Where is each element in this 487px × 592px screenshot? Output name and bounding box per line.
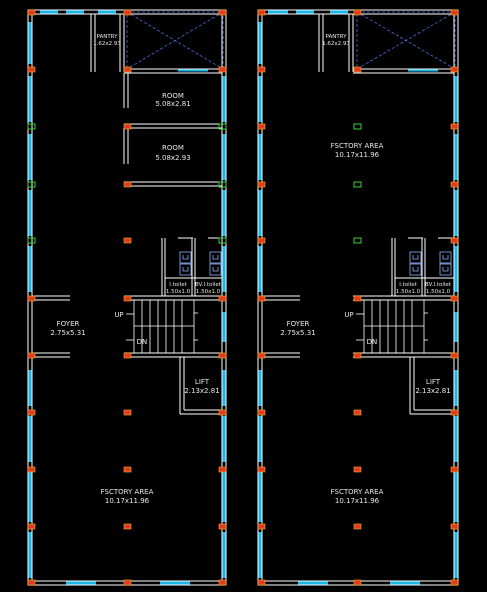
lift-label: LIFT — [426, 378, 441, 386]
windows — [28, 10, 226, 585]
factory-label: FSCTORY AREA — [101, 488, 154, 496]
windows — [258, 10, 458, 585]
factory-label: FSCTORY AREA — [331, 488, 384, 496]
room1-size: 5.08x2.81 — [155, 100, 190, 108]
room1-label: ROOM — [162, 92, 184, 100]
toilet2-label: BV.I.toilet — [425, 282, 452, 288]
lift-size: 2.13x2.81 — [184, 387, 219, 395]
foyer-size: 2.75x5.31 — [280, 329, 315, 337]
room-labels: PANTRY 1.62x2.93 FSCTORY AREA 10.17x11.9… — [280, 34, 451, 505]
toilet2-size: 1.50x1.0 — [196, 289, 221, 295]
toilet1-label: I.toilet — [399, 282, 417, 288]
stair-up-label: UP — [114, 311, 123, 319]
stair-dn-label: DN — [367, 338, 378, 346]
factory-top-label: FSCTORY AREA — [331, 142, 384, 150]
factory-size: 10.17x11.96 — [105, 497, 150, 505]
staircase — [356, 299, 428, 354]
wc-fixtures — [179, 251, 222, 276]
toilet2-size: 1.50x1.0 — [426, 289, 451, 295]
floor-plan-left: PANTRY 1.62x2.93 ROOM 5.08x2.81 ROOM 5.0… — [27, 9, 227, 586]
room2-label: ROOM — [162, 144, 184, 152]
columns — [257, 9, 459, 586]
factory-size: 10.17x11.96 — [335, 497, 380, 505]
pantry-size: 1.62x2.93 — [93, 41, 121, 47]
toilet2-label: BV.I.toilet — [195, 282, 222, 288]
foyer-size: 2.75x5.31 — [50, 329, 85, 337]
pantry-label: PANTRY — [325, 34, 347, 40]
toilet1-size: 1.50x1.0 — [166, 289, 191, 295]
void-shaft — [356, 11, 456, 70]
pantry-label: PANTRY — [96, 34, 118, 40]
foyer-label: FOYER — [287, 320, 310, 328]
foyer-label: FOYER — [57, 320, 80, 328]
floor-plan-right: PANTRY 1.62x2.93 FSCTORY AREA 10.17x11.9… — [257, 9, 459, 586]
staircase — [126, 299, 198, 354]
pantry-size: 1.62x2.93 — [322, 41, 350, 47]
stair-dn-label: DN — [137, 338, 148, 346]
factory-top-size: 10.17x11.96 — [335, 151, 380, 159]
lift-label: LIFT — [195, 378, 210, 386]
columns — [27, 9, 227, 586]
room2-size: 5.08x2.93 — [155, 154, 190, 162]
room-labels: PANTRY 1.62x2.93 ROOM 5.08x2.81 ROOM 5.0… — [50, 34, 221, 505]
lift-size: 2.13x2.81 — [415, 387, 450, 395]
interior-walls — [32, 14, 222, 415]
toilet1-size: 1.50x1.0 — [396, 289, 421, 295]
stair-up-label: UP — [344, 311, 353, 319]
wc-fixtures — [409, 251, 452, 276]
toilet1-label: I.toilet — [169, 282, 187, 288]
